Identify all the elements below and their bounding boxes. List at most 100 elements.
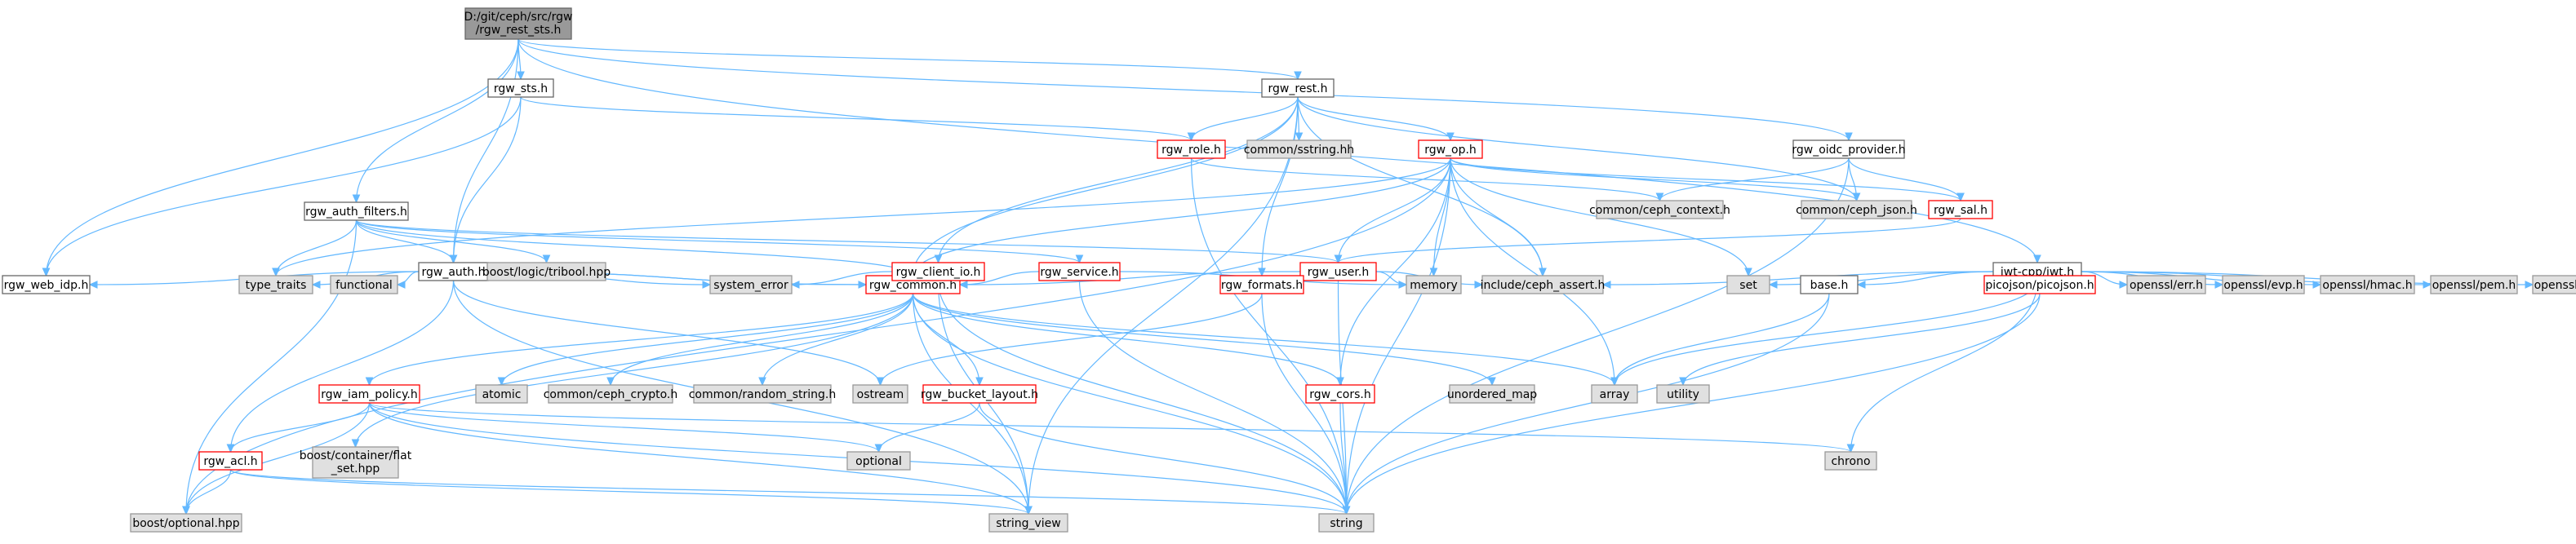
node-rgw-user[interactable]: rgw_user.h: [1299, 262, 1377, 281]
node-rgw-auth-filters[interactable]: rgw_auth_filters.h: [304, 201, 409, 221]
edge-rgw_iam_policy-to-string_view: [368, 402, 1029, 514]
node-label: openssl/pem.h: [2432, 279, 2516, 292]
edge-rgw_auth_filters-to-rgw_auth: [355, 219, 454, 263]
node-box: [2430, 275, 2518, 294]
node-label: D:/git/ceph/src/rgw/rgw_rest_sts.h: [464, 11, 573, 37]
node-openssl-pem: openssl/pem.h: [2430, 275, 2518, 294]
edge-root-to-rgw_sts: [518, 38, 521, 79]
node-box: [1928, 200, 1993, 219]
node-unordered-map: unordered_map: [1447, 384, 1537, 404]
node-array: array: [1591, 384, 1638, 404]
node-atomic: atomic: [475, 384, 528, 404]
node-label: rgw_user.h: [1308, 266, 1369, 279]
node-rgw-sal[interactable]: rgw_sal.h: [1928, 200, 1993, 219]
node-label: rgw_role.h: [1161, 144, 1221, 157]
edge-jwt-to-base: [1858, 271, 1994, 285]
edge-rgw_op-to-rgw_user: [1339, 157, 1451, 263]
node-box: [487, 78, 554, 98]
edge-rgw_common-to-atomic: [502, 293, 914, 385]
edge-picojson-to-string: [1347, 293, 2041, 514]
node-label: rgw_formats.h: [1221, 279, 1303, 292]
node-box: [922, 384, 1037, 404]
node-box: [1449, 384, 1535, 404]
edge-rgw_auth_filters-to-type_traits: [276, 219, 358, 276]
node-box: [1726, 275, 1770, 294]
node-rgw-rest[interactable]: rgw_rest.h: [1261, 78, 1335, 98]
node-sstring: common/sstring.hh: [1244, 139, 1354, 159]
node-rgw-web-idp[interactable]: rgw_web_idp.h: [2, 275, 91, 294]
node-rgw-auth[interactable]: rgw_auth.h: [418, 262, 489, 281]
node-label: atomic: [482, 388, 522, 401]
edge-rgw_rest-to-rgw_op: [1297, 96, 1450, 140]
edge-rgw_auth_filters-to-rgw_service: [355, 219, 1080, 263]
node-ceph-crypto: common/ceph_crypto.h: [544, 384, 677, 404]
edge-rgw_auth_filters-to-boost_optional: [186, 219, 358, 514]
node-box: [1824, 451, 1877, 471]
edge-rgw_rest-to-rgw_formats: [1262, 96, 1299, 276]
edge-rgw_sal-to-rgw_user: [1339, 218, 1961, 263]
node-label: rgw_service.h: [1040, 266, 1118, 279]
node-box: [1801, 200, 1912, 219]
node-box: [2532, 275, 2576, 294]
node-rgw-iam-policy[interactable]: rgw_iam_policy.h: [318, 384, 420, 404]
node-label: rgw_acl.h: [203, 455, 257, 468]
edge-rgw_iam_policy-to-chrono: [368, 402, 1851, 452]
node-openssl-evp: openssl/evp.h: [2222, 275, 2305, 294]
node-rgw-oidc-provider[interactable]: rgw_oidc_provider.h: [1792, 139, 1906, 159]
node-rgw-bucket-layout[interactable]: rgw_bucket_layout.h: [921, 384, 1038, 404]
edge-rgw_sts-to-rgw_auth: [454, 96, 522, 263]
node-picojson[interactable]: picojson/picojson.h: [1983, 275, 2096, 294]
node-ceph-assert: include/ceph_assert.h: [1481, 275, 1606, 294]
edge-rgw_common-to-string_view: [912, 293, 1029, 514]
node-type-traits: type_traits: [238, 275, 313, 294]
node-label: type_traits: [246, 279, 307, 292]
edge-rgw_op-to-array: [1450, 157, 1614, 385]
edge-rgw_client_io-to-string: [937, 280, 1347, 514]
node-box: [1656, 384, 1710, 404]
edge-root-to-rgw_rest: [517, 38, 1298, 79]
edge-rgw_oidc_provider-to-ceph_context: [1660, 157, 1850, 201]
edge-rgw_common-to-string: [912, 293, 1347, 514]
edge-rgw_role-to-string: [1190, 157, 1347, 514]
edge-rgw_rest-to-rgw_role: [1192, 96, 1299, 140]
node-box: [1318, 513, 1375, 533]
node-rgw-op[interactable]: rgw_op.h: [1418, 139, 1483, 159]
edge-rgw_service-to-string: [1078, 280, 1347, 514]
node-rgw-service[interactable]: rgw_service.h: [1038, 262, 1121, 281]
node-box: [238, 275, 313, 294]
node-box: [1406, 275, 1462, 294]
node-box: [304, 201, 409, 221]
edge-rgw_iam_policy-to-optional: [368, 402, 879, 452]
node-label: openssl/err.h: [2130, 279, 2203, 292]
node-rgw-sts[interactable]: rgw_sts.h: [487, 78, 554, 98]
node-rgw-role[interactable]: rgw_role.h: [1157, 139, 1226, 159]
node-box: [1983, 275, 2096, 294]
node-box: [1418, 139, 1483, 159]
node-box: [2, 275, 91, 294]
node-label: system_error: [713, 279, 788, 292]
node-box: [1261, 78, 1335, 98]
edge-rgw_sts-to-rgw_web_idp: [47, 96, 522, 276]
node-box: [475, 384, 528, 404]
node-rgw-cors[interactable]: rgw_cors.h: [1305, 384, 1375, 404]
node-rgw-client-io[interactable]: rgw_client_io.h: [891, 262, 985, 281]
node-label: boost/optional.hpp: [132, 517, 239, 530]
node-box: [1481, 275, 1604, 294]
edge-base-to-array: [1614, 293, 1830, 385]
edge-jwt-to-chrono: [1851, 280, 2038, 452]
edge-rgw_common-to-flat_set: [356, 293, 914, 447]
node-rgw-formats[interactable]: rgw_formats.h: [1219, 275, 1304, 294]
node-root[interactable]: D:/git/ceph/src/rgw/rgw_rest_sts.h: [464, 7, 573, 40]
node-boost-tribool: boost/logic/tribool.hpp: [482, 262, 611, 281]
node-box: [130, 513, 242, 533]
node-box: [1596, 200, 1724, 219]
edge-rgw_iam_policy-to-boost_optional: [186, 402, 371, 514]
node-rgw-acl[interactable]: rgw_acl.h: [198, 451, 263, 471]
node-box: [1246, 139, 1352, 159]
node-ceph-context: common/ceph_context.h: [1589, 200, 1730, 219]
edge-rgw_formats-to-string: [1261, 293, 1347, 514]
node-label: include/ceph_assert.h: [1481, 279, 1606, 292]
node-base[interactable]: base.h: [1800, 275, 1859, 294]
node-label: common/random_string.h: [689, 388, 837, 401]
edge-rgw_op-to-ceph_assert: [1450, 157, 1543, 276]
